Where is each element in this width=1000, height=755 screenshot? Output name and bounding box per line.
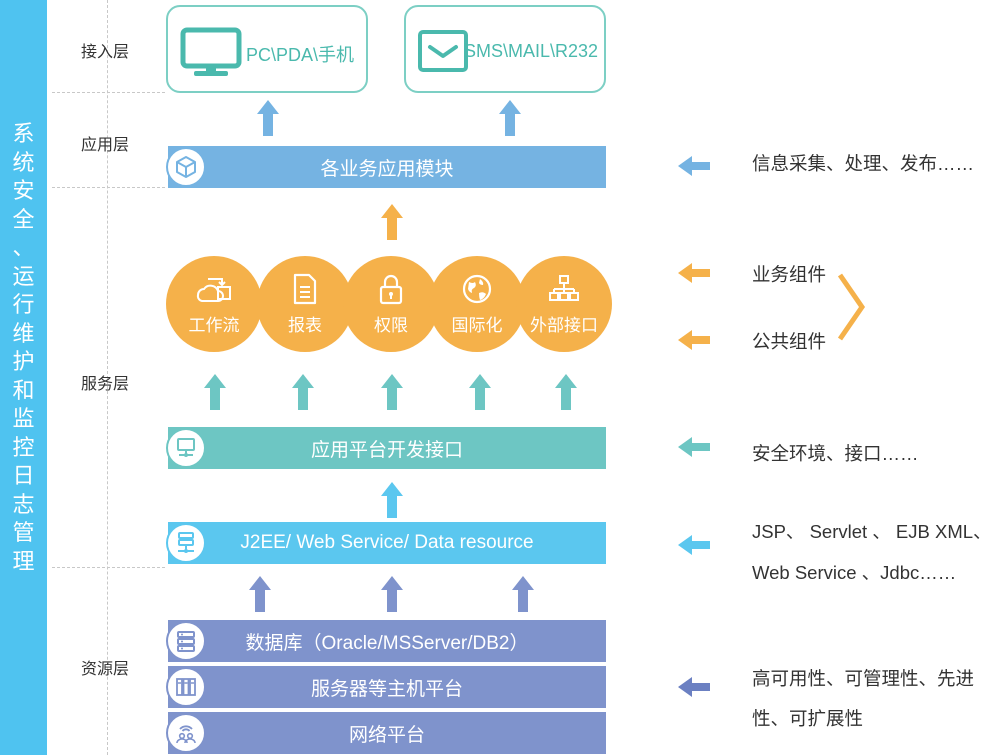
layer-divider-2 (52, 187, 165, 188)
arrow-up-services-to-app (381, 204, 403, 240)
service-permission: 权限 (343, 256, 439, 352)
bar-servers: 服务器等主机平台 (168, 666, 606, 708)
arrow-up-app-to-pc (257, 100, 279, 136)
arrow-up-api-to-workflow (204, 374, 226, 410)
service-workflow: 工作流 (166, 256, 262, 352)
component-bracket (837, 273, 866, 341)
server-rack-icon (176, 678, 196, 696)
arrow-up-api-to-permission (381, 374, 403, 410)
arrow-up-db-to-j2ee-1 (249, 576, 271, 612)
service-label-permission: 权限 (374, 315, 408, 335)
arrow-up-api-to-report (292, 374, 314, 410)
note-public-component: 公共组件 (752, 331, 827, 352)
server-network-icon (178, 532, 194, 553)
interface-icon (549, 274, 579, 301)
sidebar-title-char: 监 (12, 406, 35, 431)
sidebar-title-char: 安 (12, 178, 35, 203)
layer-label-service: 服务层 (80, 376, 129, 393)
arrow-left-business-component (678, 263, 710, 283)
arrow-left-info (678, 156, 710, 176)
sidebar-title-char: 护 (12, 349, 35, 374)
sidebar-title-char: 运 (12, 263, 35, 289)
network-monitor-icon (177, 438, 195, 457)
sidebar-title-char: 志 (12, 491, 35, 517)
layer-label-access: 接入层 (80, 44, 129, 61)
access-label-sms: SMS\MAIL\R232 (464, 41, 599, 61)
arrow-up-api-to-i18n (469, 374, 491, 410)
note-jsp-line2: Web Service 、Jdbc…… (752, 562, 957, 583)
database-icon-holder (166, 621, 206, 661)
arrow-left-ha (678, 677, 710, 697)
note-info: 信息采集、处理、发布…… (752, 153, 975, 174)
network-people-icon (176, 725, 196, 744)
layer-divider-vertical (107, 0, 108, 755)
sidebar-title: 系统安全、运行维护和监控日志管理 (0, 120, 47, 576)
access-box-pc: PC\PDA\手机 (166, 5, 368, 93)
service-label-i18n: 国际化 (451, 315, 503, 335)
server-network-icon-holder (166, 523, 206, 563)
sidebar-title-char: 全 (12, 206, 35, 232)
server-rack-icon-holder (166, 667, 206, 707)
service-label-workflow: 工作流 (188, 315, 240, 335)
layer-label-resource: 资源层 (80, 661, 129, 678)
note-jsp-line1: JSP、 Servlet 、 EJB XML、 (752, 521, 992, 542)
mail-icon (418, 30, 468, 72)
note-ha-line1: 高可用性、可管理性、先进 (752, 668, 975, 689)
arrow-up-db-to-j2ee-3 (512, 576, 534, 612)
layer-divider-3 (52, 567, 165, 568)
note-business-component: 业务组件 (752, 264, 827, 285)
sidebar-title-char: 、 (12, 235, 35, 260)
network-people-icon-holder (166, 713, 206, 753)
sidebar-title-char: 日 (12, 463, 35, 488)
bar-database: 数据库（Oracle/MSServer/DB2） (168, 620, 606, 662)
bar-network: 网络平台 (168, 712, 606, 754)
service-report: 报表 (257, 256, 353, 352)
database-icon (177, 631, 195, 652)
lock-icon (379, 274, 403, 304)
sidebar-title-char: 控 (12, 434, 35, 460)
sidebar-title-char: 理 (12, 548, 35, 574)
service-label-interface: 外部接口 (530, 315, 598, 335)
bar-label-j2ee: J2EE/ Web Service/ Data resource (240, 532, 534, 553)
bar-label-platform-api: 应用平台开发接口 (310, 439, 463, 461)
access-label-pc: PC\PDA\手机 (246, 45, 355, 65)
sidebar-title-char: 管 (12, 520, 35, 545)
arrow-left-jsp (678, 535, 710, 555)
cube-icon-holder (166, 147, 206, 187)
bar-platform-api: 应用平台开发接口 (168, 427, 606, 469)
workflow-icon (196, 277, 231, 302)
network-monitor-icon-holder (166, 428, 206, 468)
service-interface: 外部接口 (516, 256, 612, 352)
sidebar-title-char: 维 (12, 320, 35, 346)
arrow-up-db-to-j2ee-2 (381, 576, 403, 612)
arrow-left-security (678, 437, 710, 457)
note-security: 安全环境、接口…… (752, 443, 919, 464)
bar-label-app-modules: 各业务应用模块 (320, 158, 454, 180)
bar-label-servers: 服务器等主机平台 (310, 678, 463, 700)
cube-icon (176, 156, 196, 178)
service-label-report: 报表 (288, 315, 322, 335)
sidebar-title-char: 系 (12, 121, 35, 146)
bar-j2ee: J2EE/ Web Service/ Data resource (168, 522, 606, 564)
layer-divider-1 (52, 92, 165, 93)
report-icon (293, 273, 317, 304)
access-box-sms: SMS\MAIL\R232 (404, 5, 606, 93)
monitor-icon (180, 27, 242, 76)
globe-icon (462, 274, 492, 303)
sidebar-title-char: 统 (12, 149, 35, 175)
service-i18n: 国际化 (429, 256, 525, 352)
sidebar-title-char: 和 (12, 377, 35, 403)
bar-label-network: 网络平台 (348, 724, 425, 746)
bar-label-database: 数据库（Oracle/MSServer/DB2） (245, 632, 529, 654)
arrow-up-app-to-sms (499, 100, 521, 136)
arrow-up-j2ee-to-api (381, 482, 403, 518)
bar-app-modules: 各业务应用模块 (168, 146, 606, 188)
sidebar-title-char: 行 (12, 292, 35, 317)
note-ha-line2: 性、可扩展性 (752, 708, 864, 729)
layer-label-application: 应用层 (80, 137, 129, 154)
sidebar (0, 0, 47, 755)
arrow-up-api-to-interface (555, 374, 577, 410)
arrow-left-public-component (678, 330, 710, 350)
